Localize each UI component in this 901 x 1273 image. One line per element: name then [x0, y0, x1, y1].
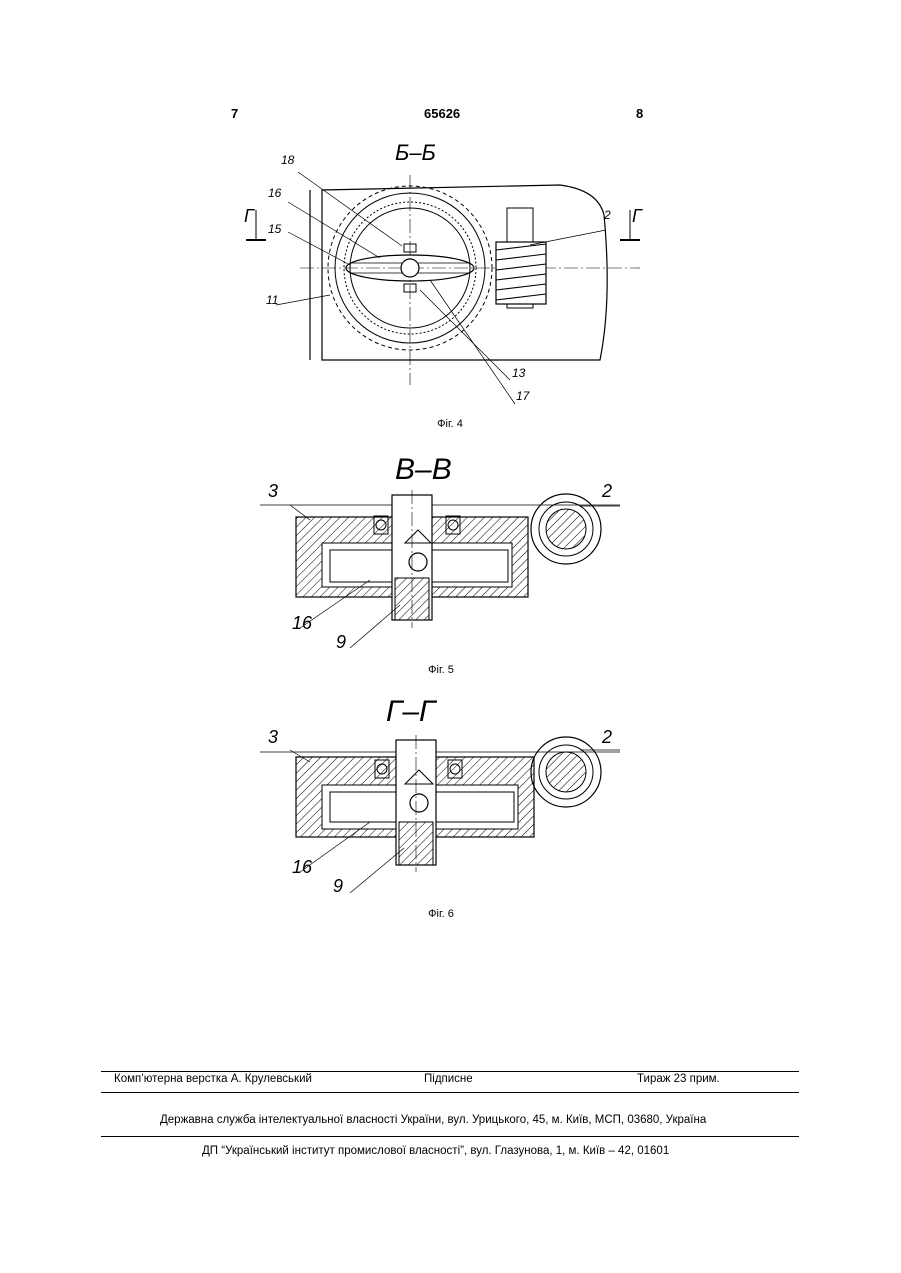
figure-6-caption: Фіг. 6: [411, 908, 471, 920]
callout-9: 9: [333, 876, 343, 897]
cut-mark-right: Г: [632, 206, 642, 227]
callout-2: 2: [602, 727, 612, 748]
footer-signed: Підписне: [424, 1073, 473, 1085]
footer-layout: Комп’ютерна верстка А. Крулевський: [114, 1073, 312, 1085]
section-label-b: Б–Б: [395, 140, 436, 166]
callout-13: 13: [512, 366, 525, 380]
callout-17: 17: [516, 389, 529, 403]
callout-9: 9: [336, 632, 346, 653]
callout-2: 2: [602, 481, 612, 502]
footer-rule-bottom: [101, 1136, 799, 1137]
cut-mark-left: Г: [244, 206, 254, 227]
callout-15: 15: [268, 222, 281, 236]
callout-2: 2: [604, 208, 611, 222]
footer-rule-top: [101, 1071, 799, 1072]
figure-4-drawing: [246, 172, 640, 404]
footer-rule-middle: [101, 1092, 799, 1093]
callout-3: 3: [268, 727, 278, 748]
callout-18: 18: [281, 153, 294, 167]
callout-11: 11: [266, 293, 278, 307]
footer-institute: ДП “Український інститут промислової вла…: [202, 1145, 669, 1157]
section-label-g: Г–Г: [386, 695, 435, 729]
callout-16: 16: [292, 613, 312, 634]
callout-16: 16: [292, 857, 312, 878]
section-label-v: В–В: [395, 453, 452, 487]
callout-3: 3: [268, 481, 278, 502]
footer-circulation: Тираж 23 прим.: [637, 1073, 720, 1085]
figure-4-caption: Фіг. 4: [420, 418, 480, 430]
figure-5-drawing: [260, 490, 620, 648]
callout-16: 16: [268, 186, 281, 200]
figure-5-caption: Фіг. 5: [411, 664, 471, 676]
footer-agency: Державна служба інтелектуальної власност…: [160, 1114, 706, 1126]
figure-6-drawing: [260, 735, 620, 893]
